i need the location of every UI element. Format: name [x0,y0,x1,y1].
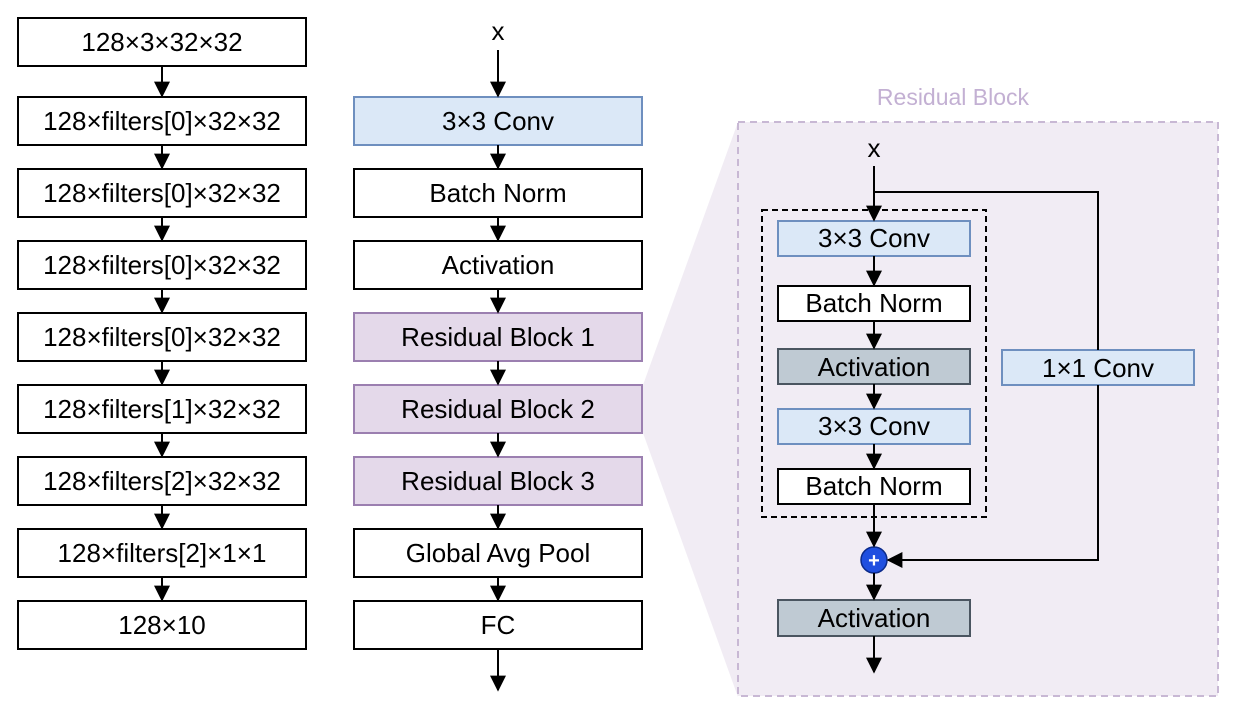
block-layer-label: 3×3 Conv [818,411,930,441]
layer-residual-block-3: Residual Block 3 [353,456,643,506]
shape-box: 128×filters[0]×32×32 [17,240,307,290]
shape-box: 128×10 [17,600,307,650]
shape-box: 128×filters[1]×32×32 [17,384,307,434]
block-batch-norm-2: Batch Norm [777,468,971,505]
block-conv3x3-2: 3×3 Conv [777,408,971,445]
shape-label: 128×filters[0]×32×32 [43,322,281,352]
layer-label: FC [481,610,516,640]
block-layer-label: 3×3 Conv [818,223,930,253]
block-activation-1: Activation [777,348,971,385]
shape-label: 128×filters[0]×32×32 [43,178,281,208]
layer-label: Activation [442,250,555,280]
layer-batch-norm: Batch Norm [353,168,643,218]
shape-box: 128×filters[2]×1×1 [17,528,307,578]
shape-box: 128×filters[0]×32×32 [17,312,307,362]
layer-label: Residual Block 1 [401,322,595,352]
network-input-label: x [492,16,505,46]
shortcut-conv1x1: 1×1 Conv [1001,349,1195,386]
shortcut-label: 1×1 Conv [1042,353,1154,383]
layer-residual-block-1: Residual Block 1 [353,312,643,362]
network-column: x 3×3 Conv Batch Norm Activation Residua… [353,16,643,692]
layer-label: Residual Block 3 [401,466,595,496]
shape-label: 128×filters[2]×1×1 [58,538,267,568]
block-arrows [866,166,1099,674]
layer-label: Global Avg Pool [406,538,591,568]
shape-label: 128×10 [118,610,205,640]
residual-block-detail: x 3×3 Conv Batch Norm Activation 3×3 Con… [761,133,1195,674]
shape-label: 128×filters[0]×32×32 [43,106,281,136]
shape-label: 128×filters[1]×32×32 [43,394,281,424]
layer-label: 3×3 Conv [442,106,554,136]
block-layer-label: Activation [818,352,931,382]
layer-activation: Activation [353,240,643,290]
shape-label: 128×filters[0]×32×32 [43,250,281,280]
shape-box: 128×filters[0]×32×32 [17,96,307,146]
shape-box: 128×filters[2]×32×32 [17,456,307,506]
residual-block-title: Residual Block [877,84,1030,110]
layer-conv3x3: 3×3 Conv [353,96,643,146]
shape-box: 128×filters[0]×32×32 [17,168,307,218]
layer-fc: FC [353,600,643,650]
layer-label: Batch Norm [429,178,566,208]
zoom-connector [643,122,738,697]
block-input-label: x [868,133,881,163]
block-layer-label: Batch Norm [805,471,942,501]
layer-residual-block-2: Residual Block 2 [353,384,643,434]
block-batch-norm-1: Batch Norm [777,285,971,322]
layer-label: Residual Block 2 [401,394,595,424]
shape-box: 128×3×32×32 [17,17,307,67]
block-layer-label: Batch Norm [805,288,942,318]
sum-node: + [860,546,888,574]
sum-symbol: + [868,550,880,572]
shape-label: 128×filters[2]×32×32 [43,466,281,496]
tensor-shape-column: 128×3×32×32 128×filters[0]×32×32 128×fil… [17,17,307,650]
shape-label: 128×3×32×32 [81,27,242,57]
block-activation-out: Activation [777,599,971,637]
block-layer-label: Activation [818,603,931,633]
block-conv3x3-1: 3×3 Conv [777,220,971,257]
layer-global-avg-pool: Global Avg Pool [353,528,643,578]
